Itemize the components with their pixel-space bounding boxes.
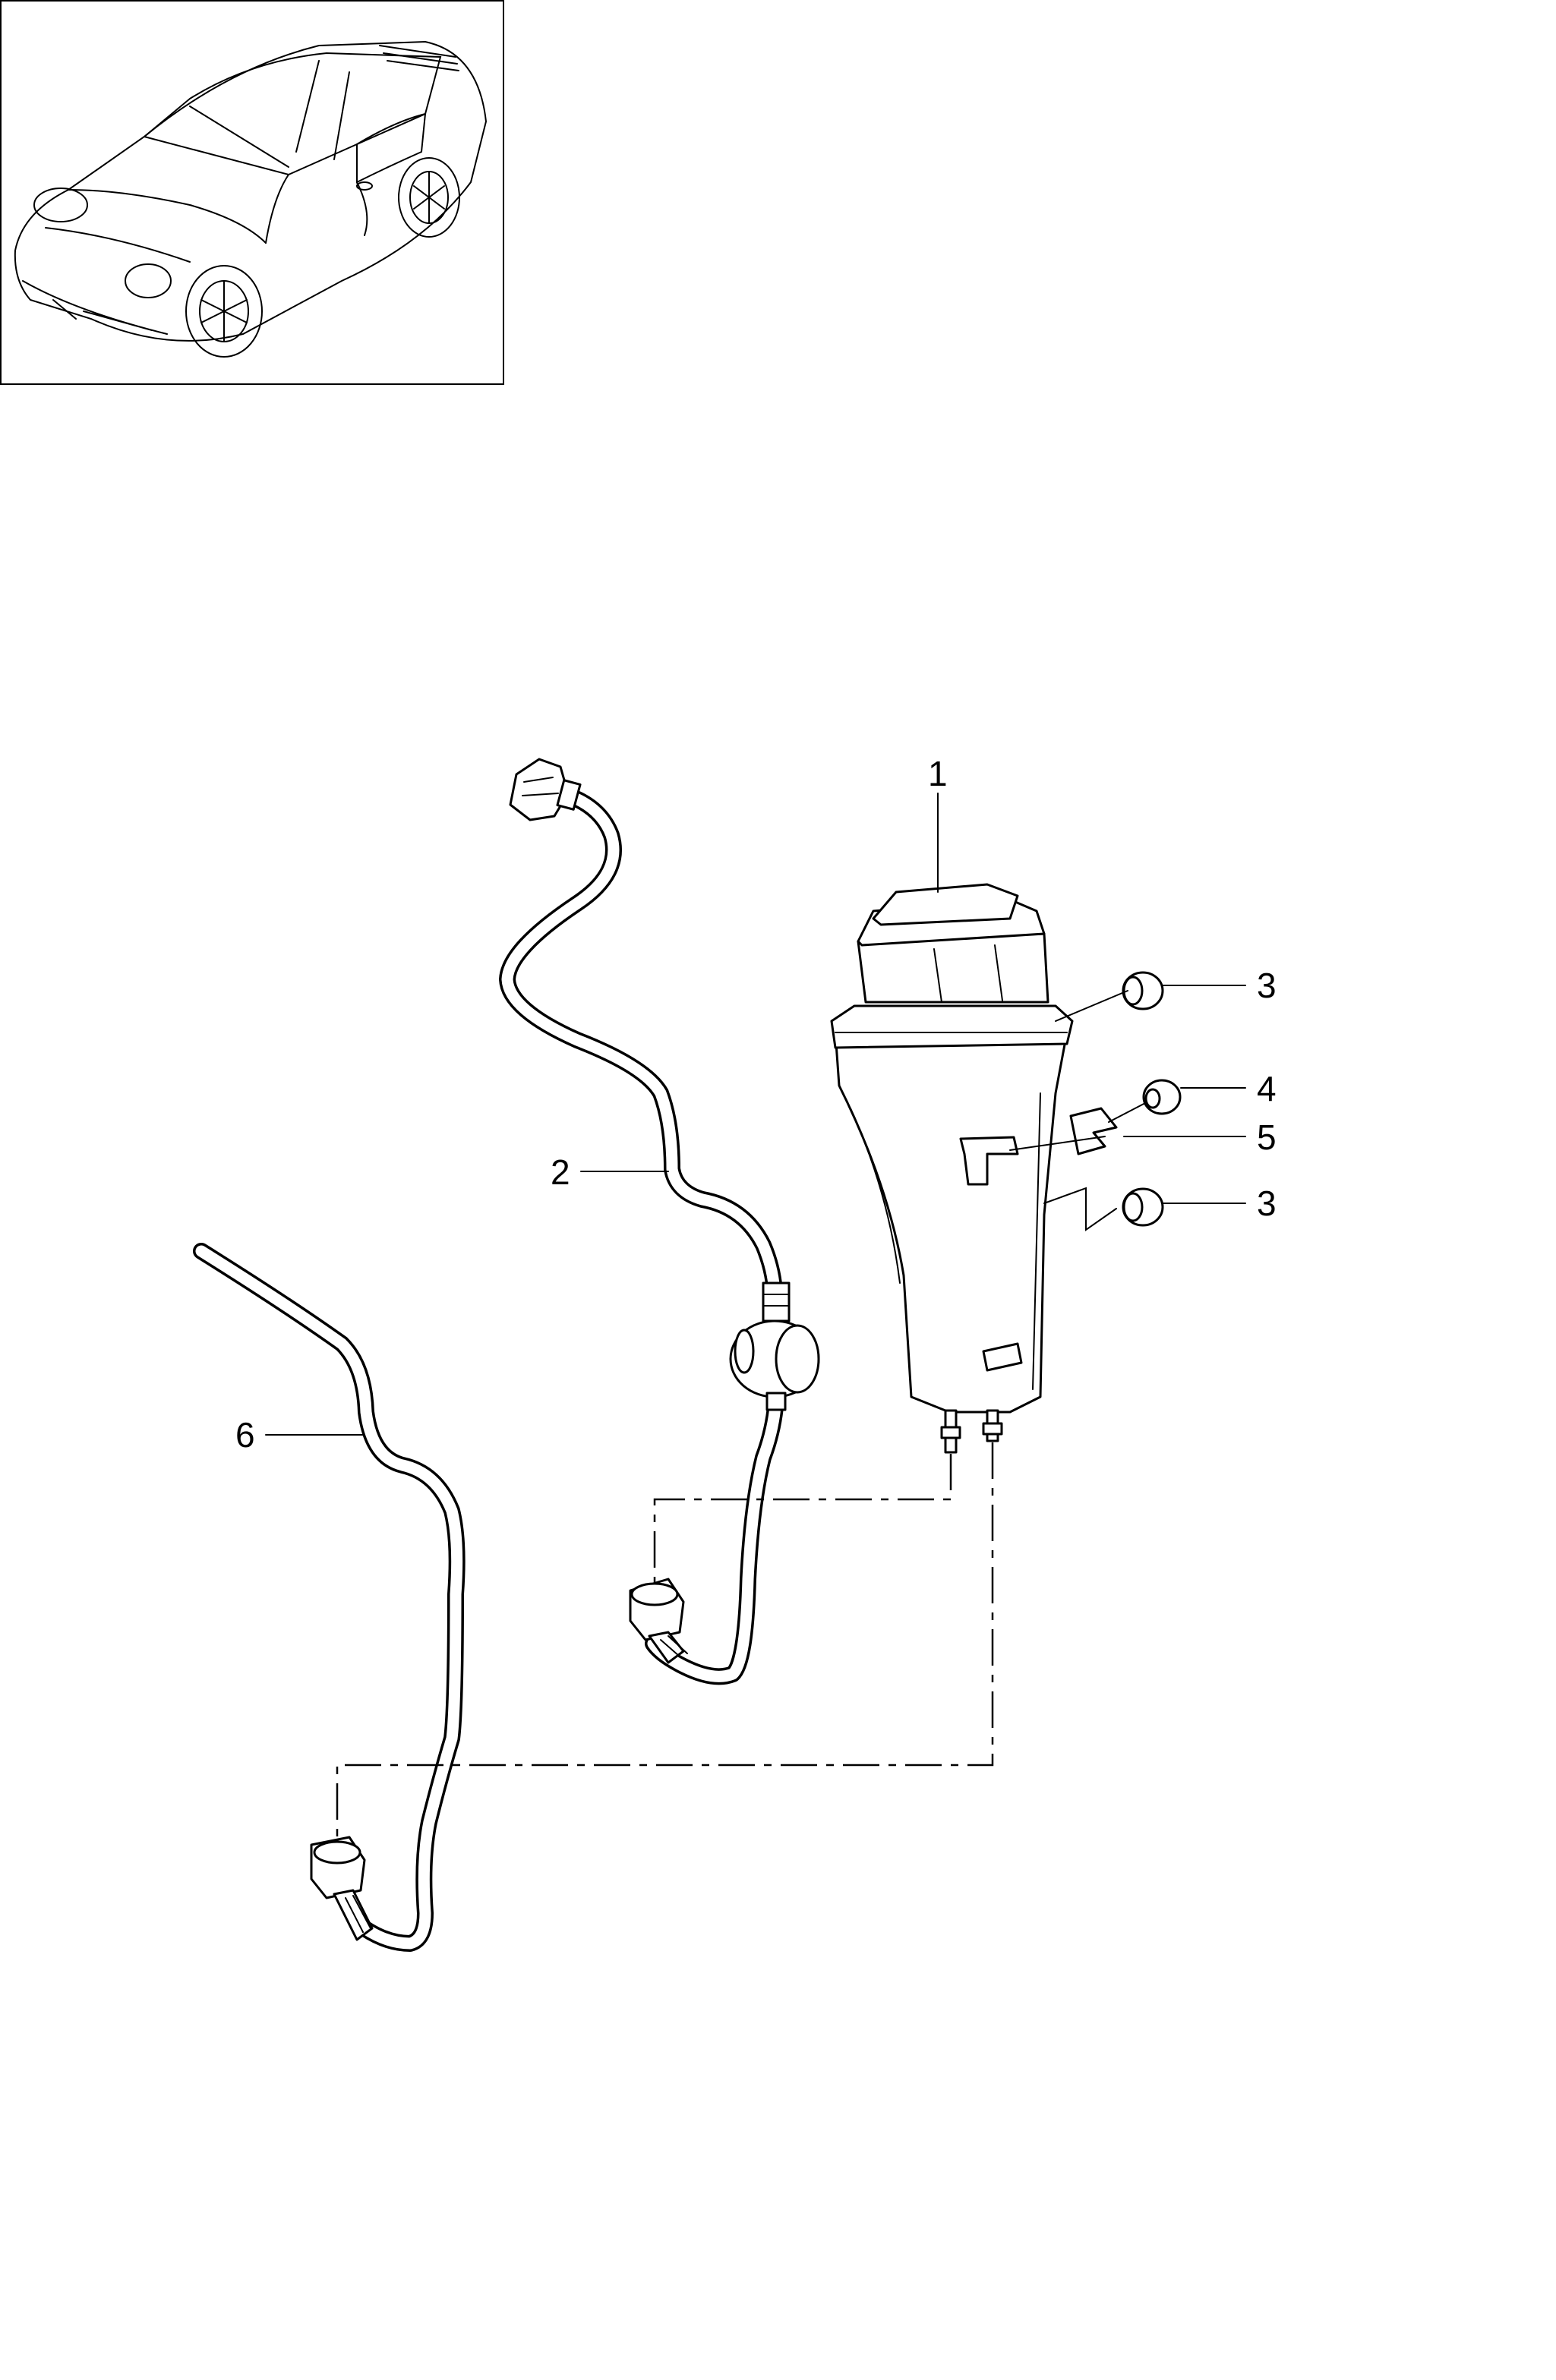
hose-6-connector xyxy=(310,1836,374,1941)
callout-4: 4 xyxy=(1257,1069,1277,1108)
leader-lines xyxy=(265,793,1246,1436)
connection-dash-lines xyxy=(336,1442,994,1841)
callout-6: 6 xyxy=(235,1415,255,1455)
grommet-3-lower xyxy=(1122,1187,1164,1227)
vent-hose-6 xyxy=(193,1243,466,1952)
vent-hose-2 xyxy=(499,758,820,1685)
car-overview-icon xyxy=(14,40,488,358)
callout-numbers: 1 2 3 4 5 3 6 xyxy=(235,754,1277,1455)
inline-valve xyxy=(729,1281,820,1411)
callout-5: 5 xyxy=(1257,1117,1277,1157)
grommet-3-upper xyxy=(1122,971,1164,1010)
callout-3-lower: 3 xyxy=(1257,1184,1277,1223)
nut-4 xyxy=(1142,1079,1182,1115)
hose-connector-bottom xyxy=(629,1578,688,1664)
charcoal-canister xyxy=(830,883,1074,1454)
vehicle-overview-panel xyxy=(0,0,504,385)
callout-1: 1 xyxy=(928,754,948,793)
hose-connector-top xyxy=(509,758,582,821)
callout-2: 2 xyxy=(551,1152,570,1192)
clip-5 xyxy=(1069,1107,1118,1155)
callout-3-upper: 3 xyxy=(1257,966,1277,1005)
